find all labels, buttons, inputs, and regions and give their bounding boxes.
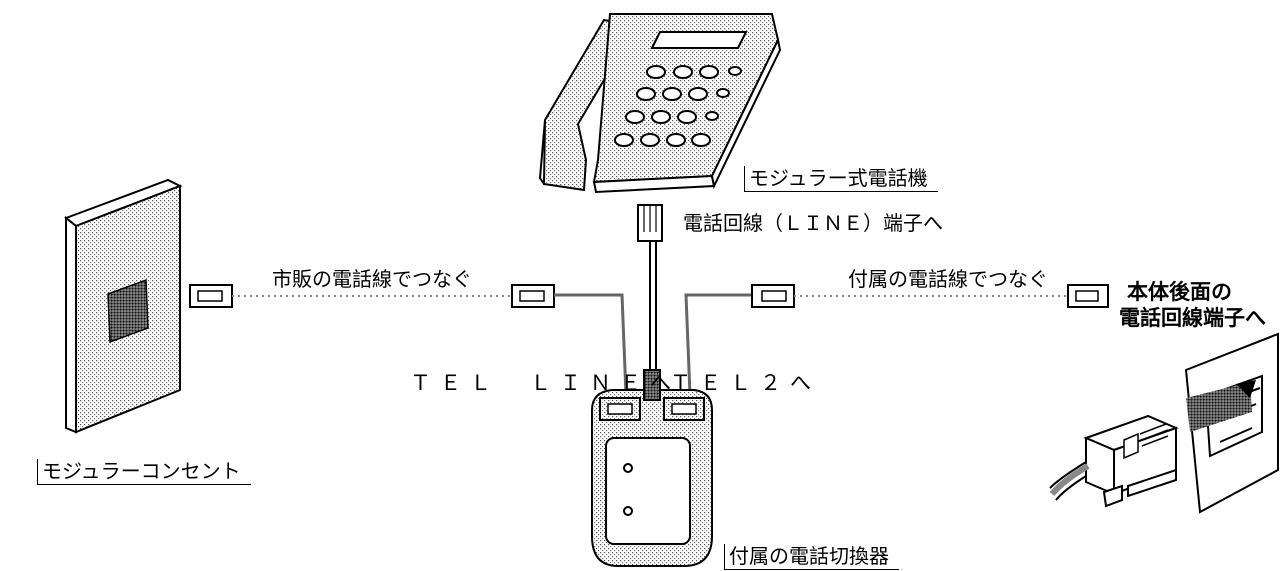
label-supplied-cord: 付属の電話線でつなぐ xyxy=(848,267,1048,291)
label-line-jack: 電話回線（ＬＩＮＥ）端子へ xyxy=(683,211,943,235)
label-modular-phone: モジュラー式電話機 xyxy=(744,166,938,192)
phone-switcher-icon xyxy=(591,369,713,567)
modular-telephone-icon xyxy=(538,13,782,194)
phone-cord-plug-icon xyxy=(637,204,663,242)
label-commercial-cord: 市販の電話線でつなぐ xyxy=(272,267,472,291)
label-tel-line: ＴＥＬ ＬＩＮＥへ xyxy=(410,371,680,395)
main-unit-line-jack-icon xyxy=(1049,332,1279,514)
label-tel2: ＴＥＬ２へ xyxy=(670,371,820,395)
label-supplied-switcher: 付属の電話切換器 xyxy=(724,544,899,570)
label-main-unit-line2: 電話回線端子へ xyxy=(1119,306,1266,330)
label-main-unit-line1: 本体後面の xyxy=(1127,280,1232,304)
wall-outlet-icon xyxy=(63,178,183,434)
supplied-cord xyxy=(684,284,1109,396)
label-modular-outlet: モジュラーコンセント xyxy=(37,459,251,485)
commercial-cord xyxy=(189,284,628,396)
